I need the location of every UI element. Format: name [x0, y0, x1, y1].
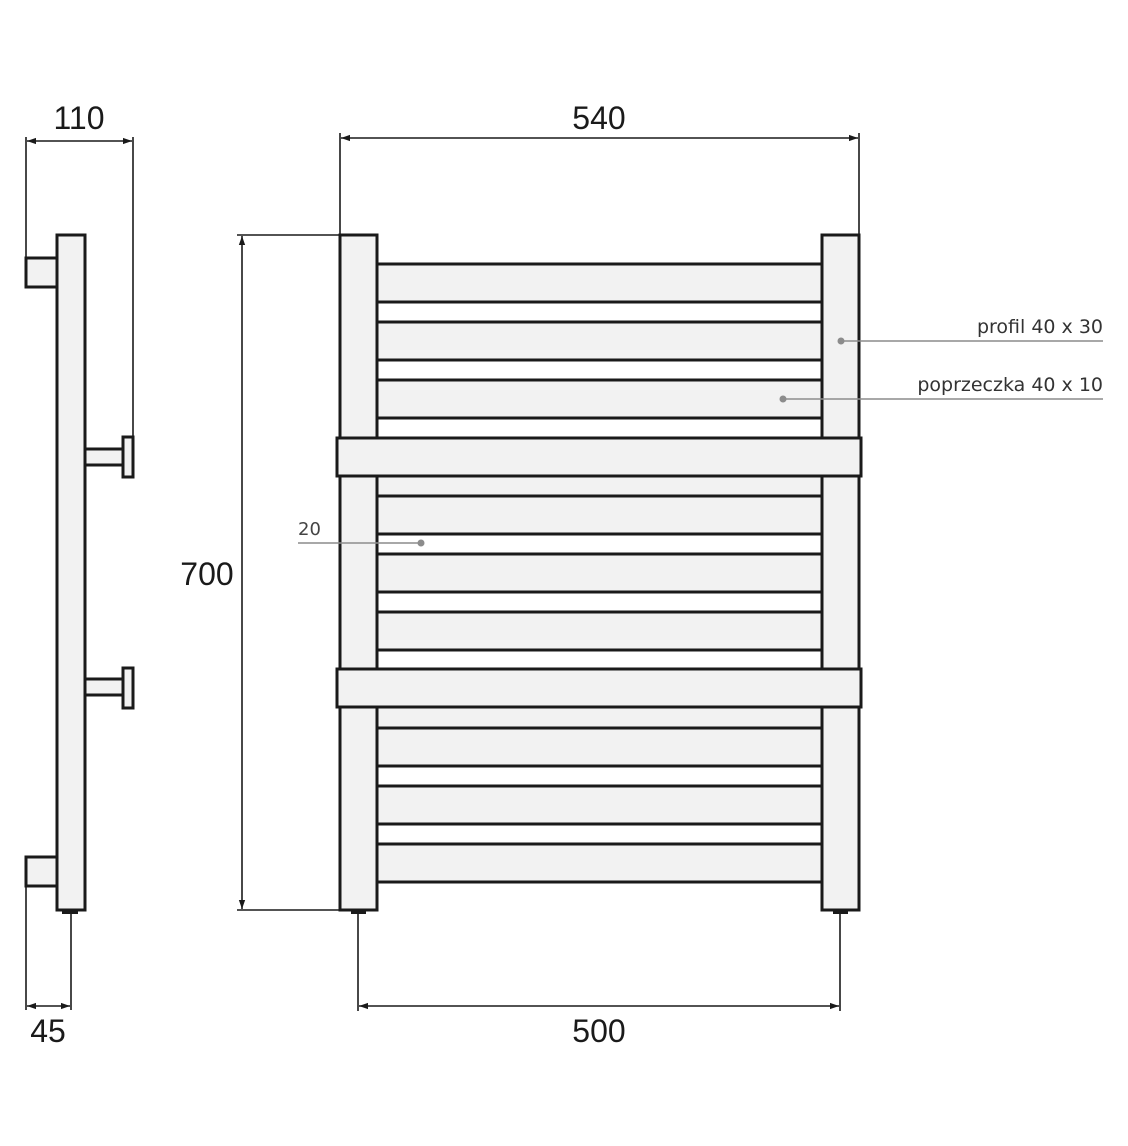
profile-note: profil 40 x 30	[977, 316, 1103, 338]
rung-7	[375, 726, 824, 768]
rung-9	[375, 842, 824, 884]
right-bottom-cap	[833, 910, 848, 914]
profile-leader-dot	[837, 337, 845, 345]
height-label: 700	[180, 556, 233, 592]
rung-4	[375, 494, 824, 536]
axis-label: 500	[572, 1013, 625, 1049]
rung-gap-lower	[375, 705, 824, 730]
right-profile	[820, 233, 861, 912]
front-view: 540 700 500 profil 40 x 30 poprzeczka 40…	[180, 100, 1103, 1049]
side-crossbar-stem-2	[83, 677, 126, 697]
width-label: 540	[572, 100, 625, 136]
rung-1	[375, 262, 824, 304]
side-profile	[55, 233, 87, 912]
side-wall-bracket-top	[24, 256, 60, 289]
rung-gap-upper	[375, 474, 824, 498]
rung-6	[375, 610, 824, 652]
crossbar-leader-dot	[779, 395, 787, 403]
side-bottom-cap	[62, 910, 78, 914]
gap-note: 20	[298, 519, 321, 540]
side-crossbar-end-2	[121, 666, 135, 710]
rung-2	[375, 320, 824, 362]
crossbar-note: poprzeczka 40 x 10	[917, 374, 1103, 396]
gap-leader-dot	[417, 539, 425, 547]
rung-3	[375, 378, 824, 420]
left-profile	[338, 233, 379, 912]
side-crossbar-stem-1	[83, 447, 126, 467]
left-bottom-cap	[351, 910, 366, 914]
wall-offset-label: 45	[30, 1013, 66, 1049]
crossbar-lower	[335, 667, 863, 709]
rung-8	[375, 784, 824, 826]
side-wall-bracket-bottom	[24, 855, 60, 888]
side-depth-label: 110	[53, 100, 104, 136]
side-crossbar-end-1	[121, 435, 135, 479]
crossbar-upper	[335, 436, 863, 478]
rung-5	[375, 552, 824, 594]
side-view: 110 45	[24, 100, 135, 1049]
